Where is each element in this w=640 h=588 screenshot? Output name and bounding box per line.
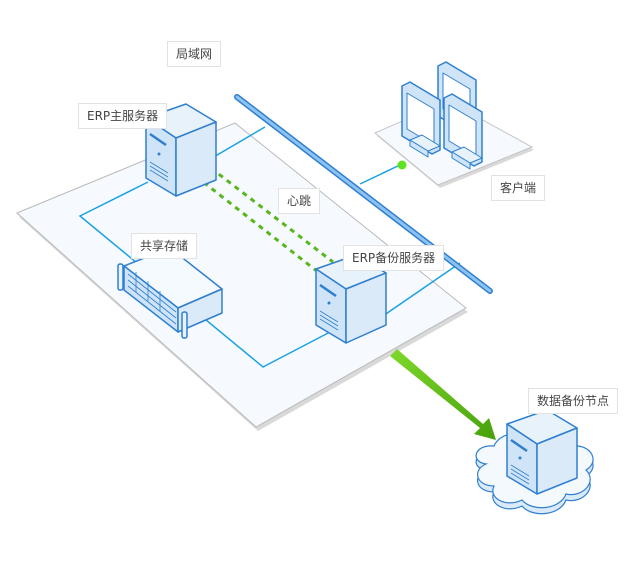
client-monitors-icon[interactable] (401, 61, 483, 170)
label-heartbeat: 心跳 (278, 188, 321, 214)
label-backup-node: 数据备份节点 (528, 388, 619, 414)
backup-arrow (390, 349, 496, 440)
client-connection-dot (397, 160, 407, 170)
lan-platform (16, 122, 468, 431)
label-client: 客户端 (491, 175, 546, 201)
backup-node-server-icon[interactable] (506, 409, 578, 495)
label-erp-main-server: ERP主服务器 (78, 103, 168, 129)
monitor-right (443, 93, 483, 170)
monitor-left (401, 81, 441, 158)
lan-bus (234, 94, 493, 294)
label-erp-backup-server: ERP备份服务器 (343, 245, 445, 271)
label-shared-storage: 共享存储 (131, 233, 198, 259)
shared-storage-icon[interactable] (117, 247, 223, 339)
label-lan: 局域网 (167, 41, 222, 67)
heartbeat-link (187, 160, 334, 274)
